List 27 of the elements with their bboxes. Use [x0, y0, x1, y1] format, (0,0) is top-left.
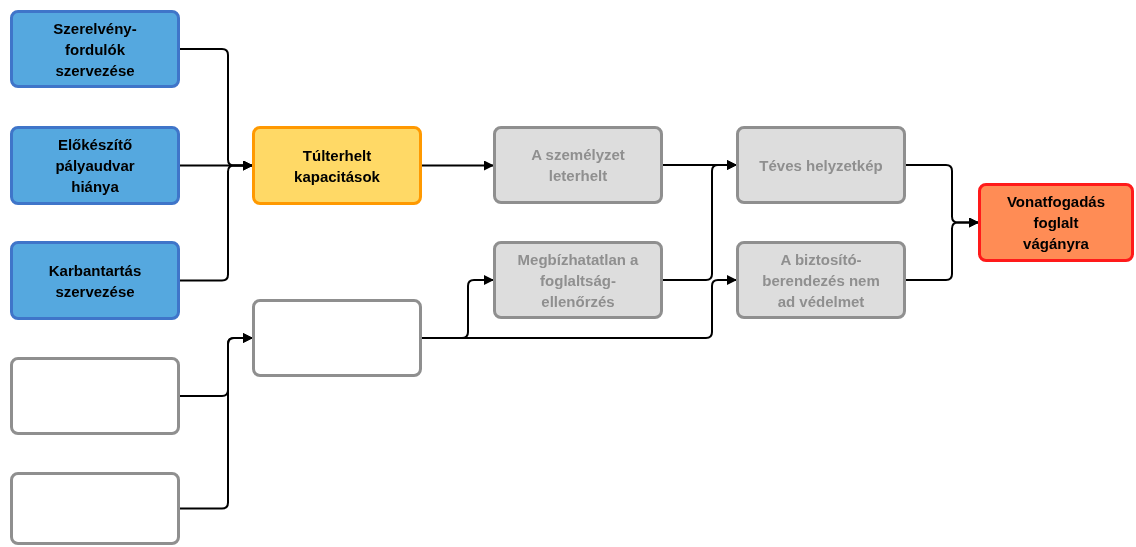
- box-label: A biztosító-berendezés nem ad védelmet: [761, 249, 881, 312]
- process-box: [736, 126, 906, 204]
- process-box: [10, 241, 180, 320]
- empty-box: [10, 357, 180, 435]
- arrow: [179, 160, 253, 282]
- arrow: [421, 160, 494, 171]
- process-box: [252, 126, 422, 205]
- empty-box: [252, 299, 422, 377]
- box-label: Megbízhatatlan a foglaltság-ellenőrzés: [516, 249, 640, 312]
- arrow: [421, 275, 737, 339]
- empty-box: [10, 472, 180, 545]
- arrow: [662, 160, 737, 281]
- box-label: Karbantartás szervezése: [47, 260, 143, 302]
- process-box: [736, 241, 906, 319]
- box-label: Szerelvény-fordulók szervezése: [52, 18, 138, 81]
- box-label: Előkészítő pályaudvar hiánya: [54, 135, 136, 197]
- box-label: A személyzet leterhelt: [530, 145, 626, 186]
- process-box: [493, 126, 663, 204]
- box-label: Túlterhelt kapacitások: [293, 145, 381, 187]
- arrow: [905, 217, 979, 281]
- box-label: Vonatfogadás foglalt vágányra: [1005, 192, 1107, 254]
- process-box: [493, 241, 663, 319]
- process-box: [10, 126, 180, 205]
- arrow: [179, 333, 253, 510]
- box-label: Téves helyzetkép: [759, 155, 883, 176]
- process-box: [10, 10, 180, 88]
- process-box: [978, 183, 1134, 262]
